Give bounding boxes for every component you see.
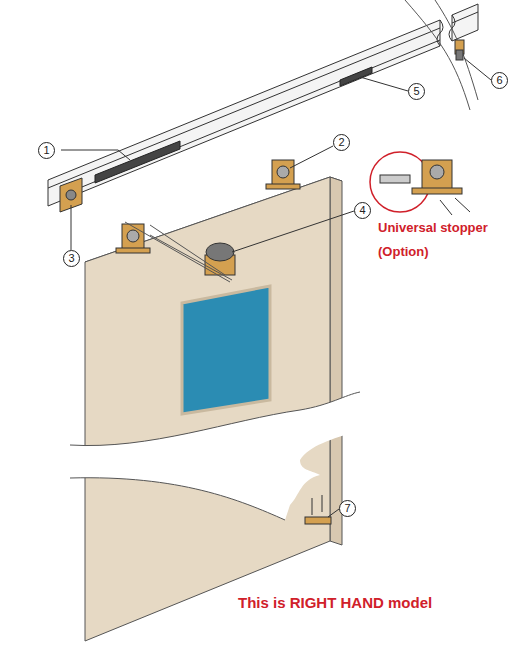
callout-number: 6	[491, 72, 508, 89]
callout-number: 4	[354, 202, 371, 219]
break-line	[435, 0, 478, 100]
note: (Option)	[378, 244, 429, 259]
part-name: Universal stopper	[378, 220, 488, 235]
hanger	[116, 160, 300, 253]
callout-number: 2	[333, 134, 350, 151]
stopper	[125, 222, 235, 282]
callout-number: 1	[38, 142, 55, 159]
callout-number: 5	[408, 83, 425, 100]
rail	[48, 4, 478, 206]
catcher	[340, 67, 372, 86]
soft-close-unit	[95, 141, 180, 183]
break-line	[405, 0, 470, 110]
callout-number: 7	[339, 500, 356, 517]
leader-lines	[61, 58, 491, 517]
rail-end	[455, 40, 464, 60]
floor-guide	[305, 495, 331, 524]
door	[70, 177, 360, 641]
model-note: This is RIGHT HAND model	[238, 594, 432, 611]
callout-number: 3	[63, 250, 80, 267]
universal-stopper	[370, 152, 470, 215]
